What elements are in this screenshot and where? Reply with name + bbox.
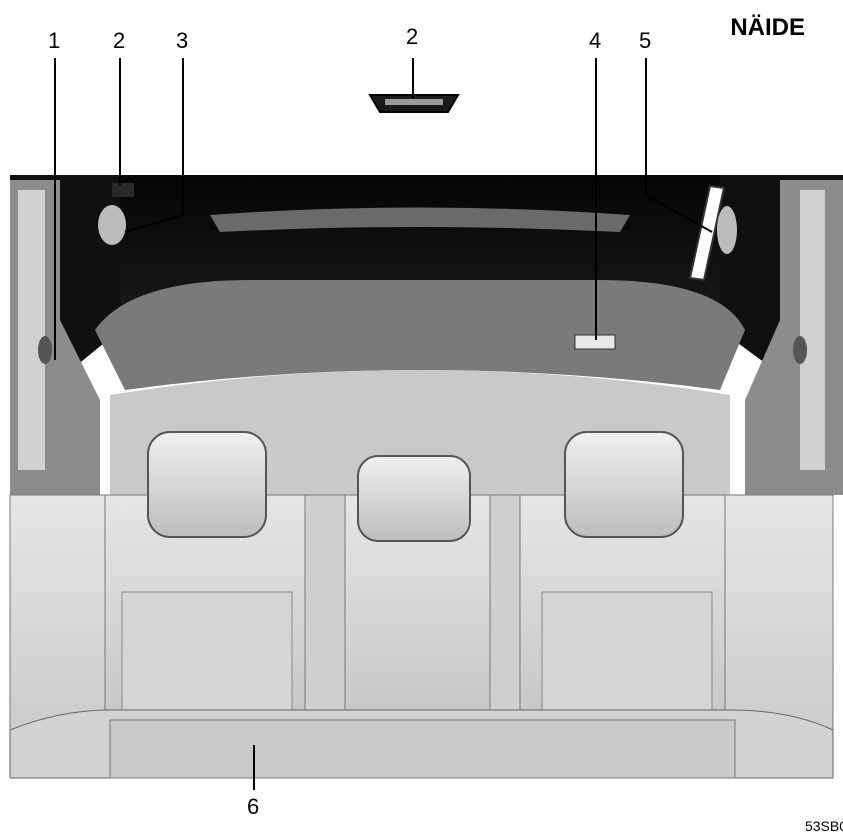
image-code: 53SB0 [804, 818, 843, 834]
side-pillars [10, 180, 843, 495]
callout-2-mirror: 2 [406, 24, 419, 49]
callout-5: 5 [639, 28, 652, 53]
rear-seat-cushion [9, 709, 834, 779]
callout-6: 6 [247, 794, 260, 819]
roof-fittings [38, 183, 807, 364]
callout-2-left: 2 [113, 28, 126, 53]
callout-4: 4 [589, 28, 602, 53]
callout-1: 1 [48, 28, 61, 53]
leader-lines [54, 58, 713, 790]
headrests [147, 431, 684, 542]
rear-view-mirror-inset [368, 94, 460, 113]
callout-3: 3 [176, 28, 189, 53]
example-heading: NÄIDE [730, 14, 805, 41]
